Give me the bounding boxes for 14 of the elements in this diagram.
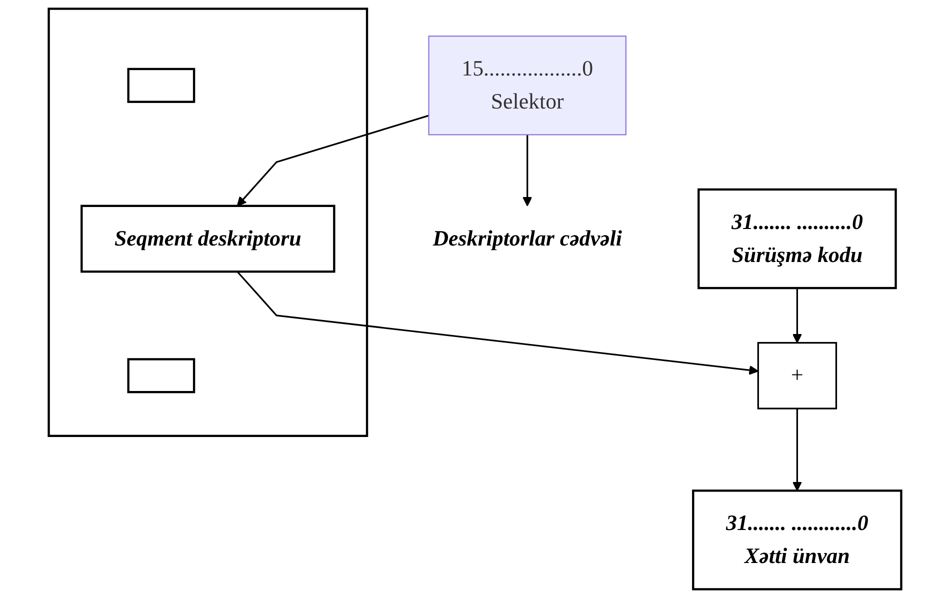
node-box: 31....... ............0 Xətti ünvan (692, 490, 902, 590)
node-text: Deskriptorlar cədvəli (432, 226, 622, 251)
node-box: Seqment deskriptoru (80, 204, 336, 273)
arrow (236, 114, 430, 206)
cluster (48, 8, 368, 437)
node-box (127, 68, 196, 103)
node-box: 31....... ..........0 Sürüşmə kodu (698, 188, 897, 290)
node-box: 15..................0 Selektor (428, 36, 626, 136)
arrow (792, 288, 802, 344)
arrow (236, 271, 759, 375)
node-box (127, 358, 196, 394)
node-box: + (757, 342, 838, 410)
arrow (792, 408, 802, 492)
arrow (522, 134, 532, 206)
